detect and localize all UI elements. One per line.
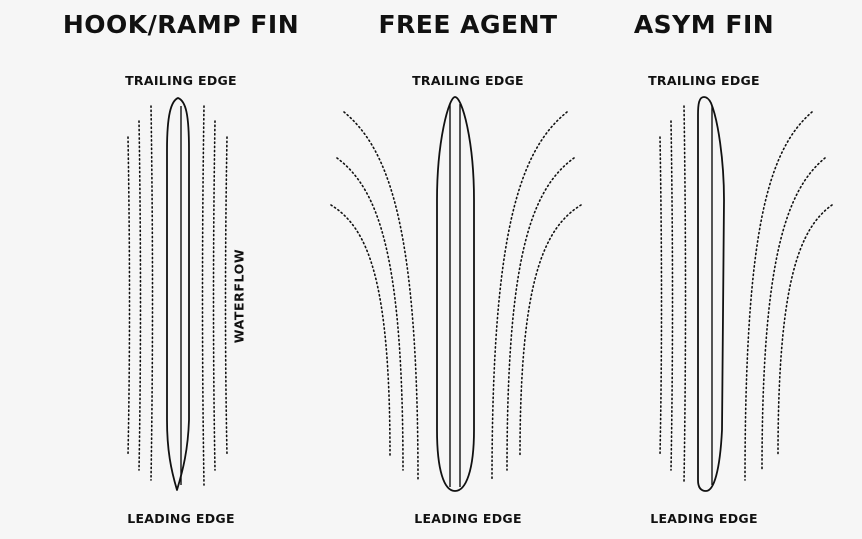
asym-fin-trailing-edge-label: TRAILING EDGE — [648, 73, 760, 88]
asym-fin-leading-edge-label: LEADING EDGE — [650, 511, 758, 526]
free-agent-title: FREE AGENT — [378, 10, 558, 39]
asym-fin-group — [659, 96, 833, 492]
asym-fin-flow-lines-right — [744, 111, 833, 481]
hook-ramp-fin-shape — [166, 97, 190, 491]
free-agent-trailing-edge-label: TRAILING EDGE — [412, 73, 524, 88]
hook-ramp-trailing-edge-label: TRAILING EDGE — [125, 73, 237, 88]
free-agent-flow-lines-right — [491, 111, 582, 481]
free-agent-leading-edge-label: LEADING EDGE — [414, 511, 522, 526]
free-agent-group — [330, 96, 582, 492]
free-agent-fin-shape — [436, 96, 475, 492]
hook-ramp-leading-edge-label: LEADING EDGE — [127, 511, 235, 526]
hook-ramp-fin-group — [127, 97, 228, 491]
hook-ramp-fin-title: HOOK/RAMP FIN — [62, 10, 300, 39]
asym-fin-title: ASYM FIN — [633, 10, 775, 39]
hook-ramp-flow-lines-left — [127, 105, 154, 481]
hook-ramp-flow-lines-right — [201, 105, 228, 486]
asym-fin-fin-shape — [697, 96, 725, 492]
free-agent-flow-lines-left — [330, 111, 419, 481]
asym-fin-flow-lines-left — [659, 105, 687, 483]
